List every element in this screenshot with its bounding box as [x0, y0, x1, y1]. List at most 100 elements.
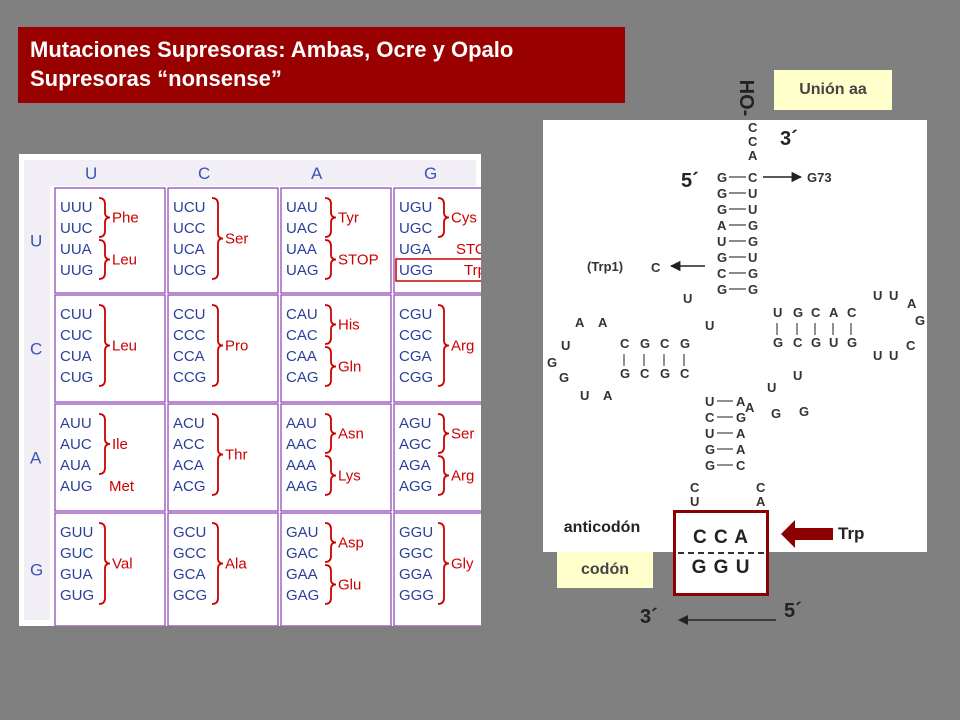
t-stem-top-base: U: [773, 305, 782, 320]
d-loop-base: U: [580, 388, 589, 403]
d-stem-top-base: C: [620, 336, 630, 351]
acceptor-3-base: G: [748, 282, 758, 297]
connector-base: U: [683, 291, 692, 306]
row-base-a: A: [30, 449, 42, 468]
codon-auc: AUC: [60, 436, 92, 453]
slide-title: Mutaciones Supresoras: Ambas, Ocre y Opa…: [18, 27, 625, 103]
amino-acid-leu: Leu: [112, 252, 137, 269]
amino-acid-brace: [437, 413, 450, 454]
codon-ucu: UCU: [173, 199, 206, 216]
amino-acid-brace: [324, 564, 337, 605]
anticodon-loop-base: C: [756, 480, 766, 495]
acceptor-5-base: G: [717, 170, 727, 185]
t-loop-base: C: [906, 338, 916, 353]
codon-uau: UAU: [286, 199, 318, 216]
amino-acid-brace: [437, 197, 450, 238]
trna-bases: ACCAGCGUGUAGUGGUCGGGCUUCGCGGCGCAAUGGUAUG…: [547, 106, 925, 509]
amino-acid-brace: [324, 413, 337, 454]
codon-block: [280, 403, 392, 512]
codon-block: [167, 512, 279, 627]
trp1-label: (Trp1): [587, 259, 623, 274]
row-base-g: G: [30, 561, 43, 580]
amino-acid-arg: Arg: [451, 468, 474, 485]
d-stem-bottom-base: C: [640, 366, 650, 381]
amino-acid-ile: Ile: [112, 436, 128, 453]
amino-acid-ser: Ser: [451, 426, 474, 443]
codon-block: [54, 512, 166, 627]
codon-ccu: CCU: [173, 306, 206, 323]
acceptor-3-base: C: [748, 170, 758, 185]
codon-aac: AAC: [286, 436, 317, 453]
acceptor-3-base: A: [748, 148, 758, 163]
amino-acid-asn: Asn: [338, 426, 364, 443]
codon-cag: CAG: [286, 369, 319, 386]
codon-acu: ACU: [173, 415, 205, 432]
amino-acid-arg: Arg: [451, 338, 474, 355]
anticodon-loop-base: U: [690, 494, 699, 509]
codon-gau: GAU: [286, 524, 319, 541]
amino-acid-cys: Cys: [451, 210, 477, 227]
amino-acid-lys: Lys: [338, 468, 361, 485]
codon-caa: CAA: [286, 348, 317, 365]
acceptor-5-base: G: [717, 250, 727, 265]
d-loop-base: U: [561, 338, 570, 353]
d-loop-base: A: [598, 315, 608, 330]
amino-acid-met: Met: [109, 478, 135, 495]
connector-base: U: [705, 318, 714, 333]
amino-acid-brace: [324, 304, 337, 345]
t-loop-base: U: [873, 288, 882, 303]
acceptor-3-base: G: [748, 218, 758, 233]
codon-gca: GCA: [173, 566, 206, 583]
anticodon-sequence: C C A: [692, 527, 750, 548]
title-line-2: Supresoras “nonsense”: [30, 66, 282, 91]
variable-base: G: [799, 404, 809, 419]
amino-acid-brace: [211, 197, 224, 280]
amino-acid-brace: [437, 304, 450, 387]
codon-ugu: UGU: [399, 199, 432, 216]
codon-guc: GUC: [60, 545, 94, 562]
codon-anticodon-box: C C A G G U: [673, 510, 769, 596]
t-stem-bottom-base: G: [811, 335, 821, 350]
anticodon-stem-right-base: C: [736, 458, 746, 473]
codon-uug: UUG: [60, 262, 93, 279]
codon-ccg: CCG: [173, 369, 206, 386]
anticodon-stem-left-base: G: [705, 458, 715, 473]
amino-acid-gly: Gly: [451, 556, 474, 573]
amino-acid-phe: Phe: [112, 210, 139, 227]
codon-aag: AAG: [286, 478, 318, 495]
codon-gag: GAG: [286, 587, 319, 604]
amino-acid-brace: [324, 346, 337, 387]
d-stem-top-base: G: [640, 336, 650, 351]
amino-acid-his: His: [338, 317, 360, 334]
acceptor-5-base: U: [717, 234, 726, 249]
codon-aaa: AAA: [286, 457, 316, 474]
five-prime-bottom: 5´: [784, 600, 802, 622]
amino-acid-brace: [437, 455, 450, 496]
header-base-c: C: [198, 164, 210, 183]
codon-gcu: GCU: [173, 524, 206, 541]
ho-label-wrap: HO-: [733, 74, 759, 122]
title-line-1: Mutaciones Supresoras: Ambas, Ocre y Opa…: [30, 37, 514, 62]
amino-acid-brace: [437, 522, 450, 605]
codon-uaa: UAA: [286, 241, 317, 258]
codon-uac: UAC: [286, 220, 318, 237]
variable-base: G: [771, 406, 781, 421]
codon-cua: CUA: [60, 348, 92, 365]
codon-ugg: UGG: [399, 262, 433, 279]
amino-acid-ser: Ser: [225, 231, 248, 248]
acceptor-3-base: U: [748, 250, 757, 265]
amino-acid-brace: [211, 413, 224, 496]
acceptor-5-base: G: [717, 202, 727, 217]
codon-gcg: GCG: [173, 587, 207, 604]
amino-acid-brace: [98, 239, 111, 280]
codon-ggc: GGC: [399, 545, 433, 562]
t-loop-base: G: [915, 313, 925, 328]
d-stem-top-base: G: [680, 336, 690, 351]
amino-acid-tyr: Tyr: [338, 210, 359, 227]
codon-block: [280, 187, 392, 294]
codon-auu: AUU: [60, 415, 92, 432]
acceptor-5-base: G: [717, 186, 727, 201]
codon-uuc: UUC: [60, 220, 93, 237]
anticodon-stem-left-base: U: [705, 426, 714, 441]
trp1-base: C: [651, 260, 661, 275]
